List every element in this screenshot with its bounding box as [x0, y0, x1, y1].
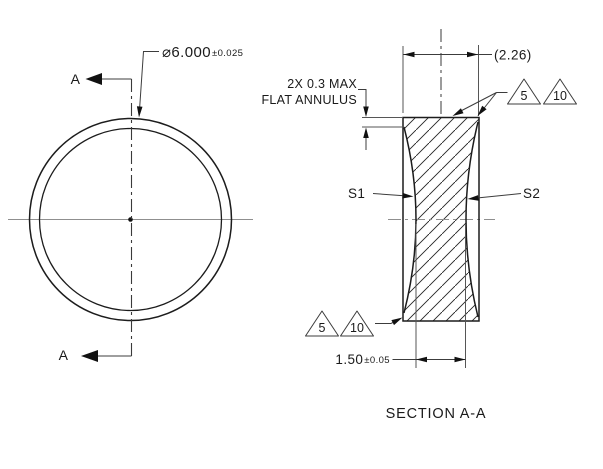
edge-thickness-dimension: (2.26) — [402, 45, 532, 116]
diameter-dimension: ⌀6.000±0.025 — [162, 44, 243, 61]
surface-1-arrow-icon — [402, 192, 414, 199]
flag-top-arrow-2-icon — [477, 105, 487, 116]
flag-bottom-arrow-icon — [391, 317, 403, 326]
front-view: A A ⌀6.000±0.025 — [8, 44, 253, 363]
flat-annulus-arrow-down-icon — [363, 106, 369, 117]
flag-triangle-icon — [305, 310, 339, 337]
flag-notes-top: 5 10 — [452, 78, 577, 116]
section-arrow-top-icon — [85, 73, 102, 85]
flag-triangle-10-bottom: 10 — [340, 310, 374, 337]
flag-number-5-top: 5 — [521, 89, 528, 103]
surface-2-leader-line — [476, 193, 522, 199]
flag-top-leader-1 — [455, 92, 497, 114]
flag-triangle-10-top: 10 — [543, 78, 577, 105]
surface-s1-curve — [403, 126, 417, 314]
center-thickness-value: 1.50±0.05 — [335, 352, 390, 367]
center-thickness-arrow-left-icon — [416, 356, 427, 363]
surface-1-leader-line — [372, 193, 405, 197]
flat-annulus-arrow-up-icon — [363, 127, 369, 138]
flag-triangle-5-bottom: 5 — [305, 310, 339, 337]
flag-number-5-bottom: 5 — [319, 321, 326, 335]
edge-thickness-arrow-left-icon — [403, 51, 415, 58]
center-thickness-arrow-right-icon — [454, 356, 466, 363]
section-letter-top: A — [71, 71, 81, 87]
edge-thickness-value: (2.26) — [494, 48, 532, 63]
surface-2-arrow-icon — [467, 195, 479, 201]
surface-2-callout: S2 — [467, 186, 540, 201]
section-title: SECTION A-A — [386, 406, 487, 422]
flat-annulus-leader-line — [358, 89, 367, 107]
flat-annulus-note-line2: FLAT ANNULUS — [261, 93, 357, 107]
section-arrow-bottom-icon — [81, 350, 98, 362]
flat-annulus-note-line1: 2X 0.3 MAX — [287, 77, 357, 91]
surface-1-callout: S1 — [348, 186, 414, 201]
diameter-callout: ⌀6.000±0.025 — [136, 44, 243, 118]
section-arrow-bottom: A — [59, 347, 132, 363]
lens-edge-outline — [402, 116, 480, 322]
flag-triangle-icon — [507, 78, 541, 105]
flag-notes-bottom: 5 10 — [305, 310, 403, 337]
flat-annulus-note: 2X 0.3 MAX FLAT ANNULUS — [261, 77, 404, 150]
surface-2-label: S2 — [523, 186, 540, 201]
flag-number-10-top: 10 — [553, 89, 567, 103]
flag-number-10-bottom: 10 — [350, 321, 364, 335]
flag-triangle-icon — [340, 310, 374, 337]
lens-inner-circle — [38, 127, 223, 312]
section-letter-bottom: A — [59, 347, 69, 363]
diameter-leader-arrow-icon — [136, 106, 143, 118]
edge-thickness-arrow-right-icon — [467, 51, 478, 58]
center-point — [128, 217, 133, 222]
surface-1-label: S1 — [348, 186, 365, 201]
surface-s2-curve — [465, 121, 479, 318]
flag-triangle-icon — [543, 78, 577, 105]
flag-top-arrow-1-icon — [452, 108, 464, 116]
section-view: (2.26) 2X 0.3 MAX FLAT ANNULUS S1 S2 — [261, 29, 577, 422]
diameter-leader-line — [139, 51, 159, 111]
lens-outer-circle — [28, 117, 233, 322]
section-arrow-top: A — [71, 71, 132, 87]
center-thickness-dimension: 1.50±0.05 — [335, 224, 466, 368]
flag-triangle-5-top: 5 — [507, 78, 541, 105]
